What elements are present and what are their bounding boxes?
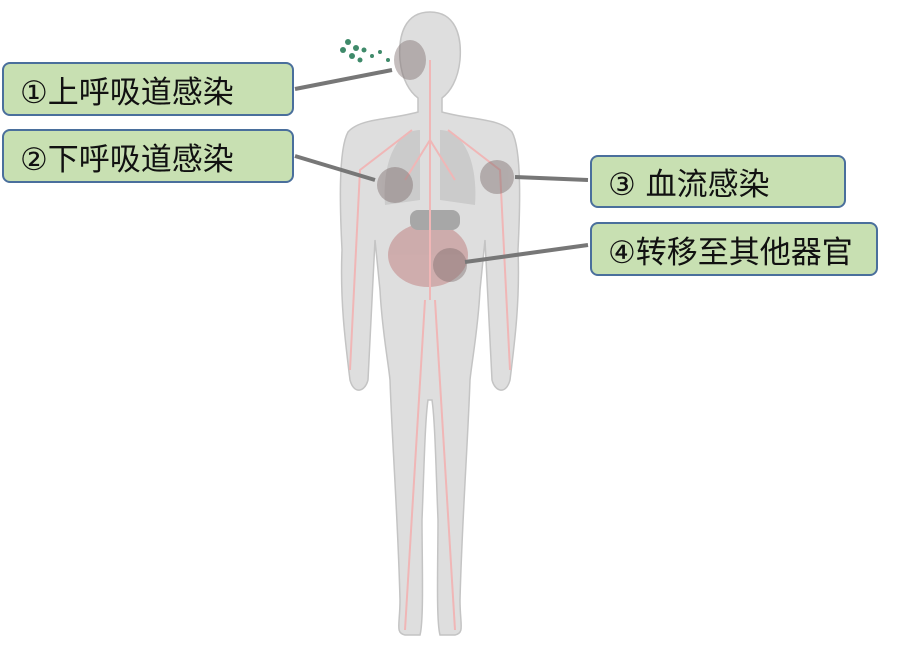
label-metastasis-to-other-organs: ④转移至其他器官 <box>590 222 878 276</box>
intestines <box>388 210 468 287</box>
lungs <box>384 130 476 205</box>
label-upper-respiratory-infection: ①上呼吸道感染 <box>2 62 294 116</box>
connector-lines <box>294 68 589 264</box>
body-silhouette <box>339 11 521 636</box>
label-bloodstream-infection: ③ 血流感染 <box>590 155 846 208</box>
pathogen-droplets <box>340 39 390 63</box>
infection-sites <box>377 40 514 282</box>
label-lower-respiratory-infection: ②下呼吸道感染 <box>2 129 294 183</box>
blood-vessels <box>349 60 511 631</box>
